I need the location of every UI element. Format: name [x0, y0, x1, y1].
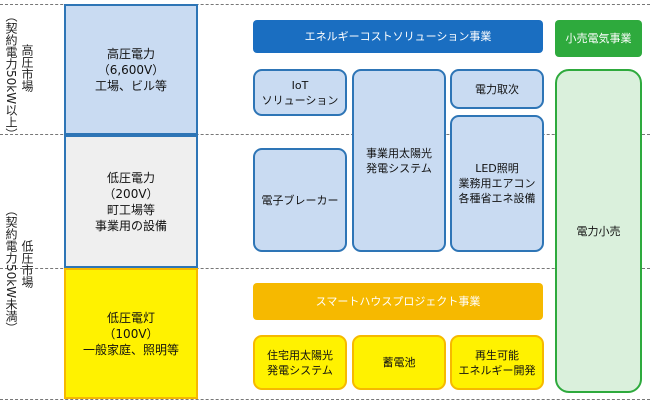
energy-cost-solution-banner: エネルギーコストソリューション事業 [253, 20, 543, 53]
low-voltage-column: 低圧電力 （200V） 町工場等 事業用の設備 [64, 135, 198, 268]
low-lighting-column: 低圧電灯 （100V） 一般家庭、照明等 [64, 268, 198, 399]
electronic-breaker-box: 電子ブレーカー [253, 148, 347, 252]
renewable-energy-box: 再生可能 エネルギー開発 [450, 335, 544, 390]
separator-mid [0, 268, 650, 269]
electricity-retail-box: 電力小売 [555, 69, 642, 393]
low-contract-label: （契約電力50kW未満） [4, 204, 18, 335]
led-hvac-box: LED照明 業務用エアコン 各種省エネ設備 [450, 115, 544, 252]
separator-bottom [0, 399, 650, 400]
residential-solar-box: 住宅用太陽光 発電システム [253, 335, 347, 390]
high-contract-label: （契約電力50kW以上） [4, 10, 18, 141]
iot-solution-box: IoT ソリューション [253, 69, 347, 116]
low-market-label: 低圧市場 [20, 240, 34, 288]
battery-box: 蓄電池 [352, 335, 446, 390]
retail-electricity-banner: 小売電気事業 [555, 20, 642, 57]
high-voltage-column: 高圧電力 （6,600V） 工場、ビル等 [64, 4, 198, 135]
smart-house-banner: スマートハウスプロジェクト事業 [253, 283, 543, 320]
separator-top [0, 4, 650, 5]
high-market-label: 高圧市場 [20, 44, 34, 92]
commercial-solar-box: 事業用太陽光 発電システム [352, 69, 446, 252]
separator-high-low [0, 134, 650, 135]
power-trading-box: 電力取次 [450, 69, 544, 109]
